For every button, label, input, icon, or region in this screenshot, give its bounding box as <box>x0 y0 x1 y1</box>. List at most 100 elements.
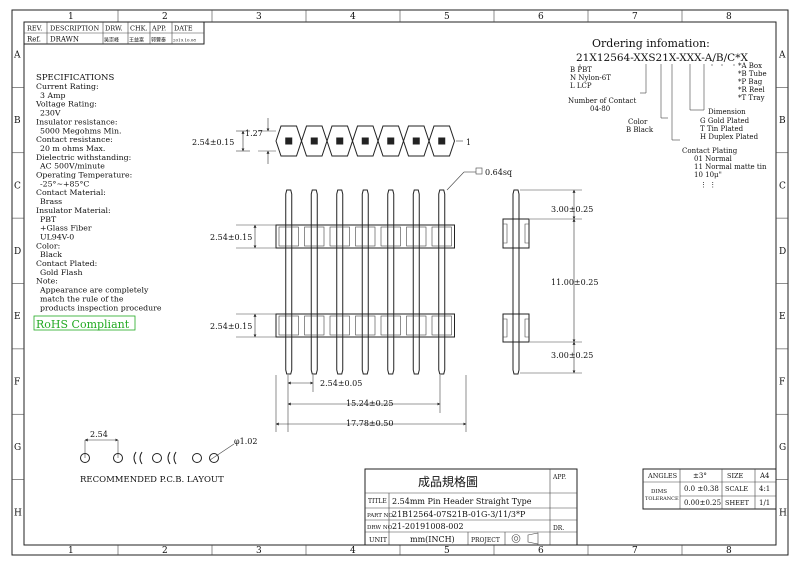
dim-total: 17.78±0.50 <box>346 419 393 428</box>
spec-line: Color: <box>36 241 60 250</box>
spec-line: 230V <box>40 109 61 118</box>
revision-block: REV. DESCRIPTION DRW. CHK. APP. DATE Ref… <box>23 21 205 45</box>
rohs-label: RoHS Compliant <box>36 318 130 331</box>
spec-line: Brass <box>40 197 62 206</box>
description-header: DESCRIPTION <box>50 25 99 33</box>
contact-plating-10u: 10 10μ" <box>694 171 722 179</box>
grid-row-left-D: D <box>14 247 21 257</box>
tolerance-1: 0.0 ±0.38 <box>684 485 719 493</box>
grid-row-left-C: C <box>14 181 21 191</box>
color-label: Color <box>628 118 648 126</box>
pin-square-top <box>438 137 446 145</box>
spec-line: Black <box>40 250 62 259</box>
scale-value: 4:1 <box>759 485 770 493</box>
dr-label: DR. <box>553 525 564 532</box>
plating-duplex: H Duplex Plated <box>700 133 759 141</box>
housing-front <box>275 224 455 249</box>
drw-value: 吳崇峰 <box>104 37 119 44</box>
spec-line: AC 500V/minute <box>39 162 105 171</box>
grid-col-bottom-3: 3 <box>256 546 262 556</box>
pack-tray: *T Tray <box>738 94 765 102</box>
drw-no-value: 21-20191008-002 <box>392 522 464 531</box>
ordering-code: 21X12564-XXS21X-XXX-A/B/C*X <box>576 52 748 64</box>
housing-cell <box>304 226 325 247</box>
color-black: B Black <box>626 126 654 134</box>
grid-col-bottom-7: 7 <box>632 546 638 556</box>
housing-cell <box>431 226 452 247</box>
housing-cell <box>329 315 350 336</box>
pin-front <box>387 189 395 375</box>
contact-plating-more: ⋮ ⋮ <box>700 181 716 189</box>
material-nylon: N Nylon-6T <box>570 74 611 82</box>
spec-line: Gold Flash <box>40 268 82 277</box>
app-value: 郭豐泰 <box>151 37 166 44</box>
housing-top-outline <box>275 125 456 157</box>
rohs-box <box>33 315 136 331</box>
spec-line: 3 Amp <box>40 91 65 100</box>
title-value: 2.54mm Pin Header Straight Type <box>392 497 532 506</box>
dim-pin-square: 0.64sq <box>485 168 512 177</box>
pin-front <box>336 189 344 375</box>
pack-bag: *P Bag <box>738 78 763 86</box>
grid-col-bottom-2: 2 <box>162 546 168 556</box>
dim-pcb-hole: φ1.02 <box>234 437 257 446</box>
pack-tube: *B Tube <box>738 70 767 78</box>
dimension-label: Dimension <box>708 108 746 116</box>
housing-side <box>502 218 530 249</box>
number-of-contact-label: Number of Contact <box>568 97 636 105</box>
size-value: A4 <box>759 472 770 480</box>
title-block: 成品規格圖 APP. DR. TITLE 2.54mm Pin Header S… <box>364 468 578 546</box>
grid-row-left-A: A <box>13 51 21 61</box>
number-of-contact-range: 04-80 <box>590 105 610 113</box>
tolerance-2: 0.00±0.25 <box>684 499 721 507</box>
housing-cell <box>431 315 452 336</box>
date-header: DATE <box>174 25 193 33</box>
rev-header: REV. <box>27 25 42 33</box>
housing-cell <box>278 226 299 247</box>
pin-front <box>310 189 318 375</box>
grid-col-bottom-1: 1 <box>68 546 74 556</box>
housing-cell <box>329 226 350 247</box>
grid-row-right-C: C <box>779 181 786 191</box>
spec-line: Current Rating: <box>36 82 99 91</box>
grid-col-top-8: 8 <box>726 12 732 22</box>
tolerance-label: TOLERANCE <box>645 496 679 502</box>
pcb-layout-label: RECOMMENDED P.C.B. LAYOUT <box>80 475 224 485</box>
sheet-label: SHEET <box>725 499 750 507</box>
pcb-layout: 2.54 φ1.02 RECOMMENDED P.C.B. LAYOUT <box>80 430 257 485</box>
housing-cell <box>355 226 376 247</box>
grid-col-bottom-5: 5 <box>444 546 450 556</box>
spec-line: Note: <box>36 277 58 286</box>
grid-row-left-G: G <box>14 443 21 453</box>
angles-label: ANGLES <box>647 472 677 480</box>
housing-cell <box>406 226 427 247</box>
spec-line: UL94V-0 <box>40 232 74 241</box>
pin-square-top <box>310 137 318 145</box>
drw-no-label: DRW NO <box>367 525 393 531</box>
material-lcp: L LCP <box>570 82 592 90</box>
spec-line: PBT <box>40 215 57 224</box>
grid-col-top-2: 2 <box>162 12 168 22</box>
housing-cell <box>355 315 376 336</box>
project-label: PROJECT <box>471 537 500 544</box>
grid-row-right-A: A <box>778 51 786 61</box>
pin-front <box>438 189 446 375</box>
grid-col-top-7: 7 <box>632 12 638 22</box>
housing-cell <box>380 315 401 336</box>
app-header: APP. <box>151 25 166 33</box>
housing-cell <box>380 226 401 247</box>
side-view: 3.00±0.25 11.00±0.25 3.00±0.25 <box>502 189 598 375</box>
part-value: 21B12564-07S21B-01G-3/11/3*P <box>392 510 526 519</box>
plating-tin: T Tin Plated <box>700 125 744 133</box>
chk-value: 王益富 <box>129 37 144 44</box>
spec-line: Insulator Material: <box>36 206 111 215</box>
spec-line: -25°~+85°C <box>40 179 89 188</box>
spec-line: 20 m ohms Max. <box>40 144 105 153</box>
pin-square-top <box>387 137 395 145</box>
spec-line: Dielectric withstanding: <box>36 153 131 162</box>
housing-front <box>275 313 455 338</box>
part-label: PART NO <box>367 513 393 519</box>
app-label: APP. <box>552 474 566 481</box>
spec-line: products inspection procedure <box>40 303 162 312</box>
